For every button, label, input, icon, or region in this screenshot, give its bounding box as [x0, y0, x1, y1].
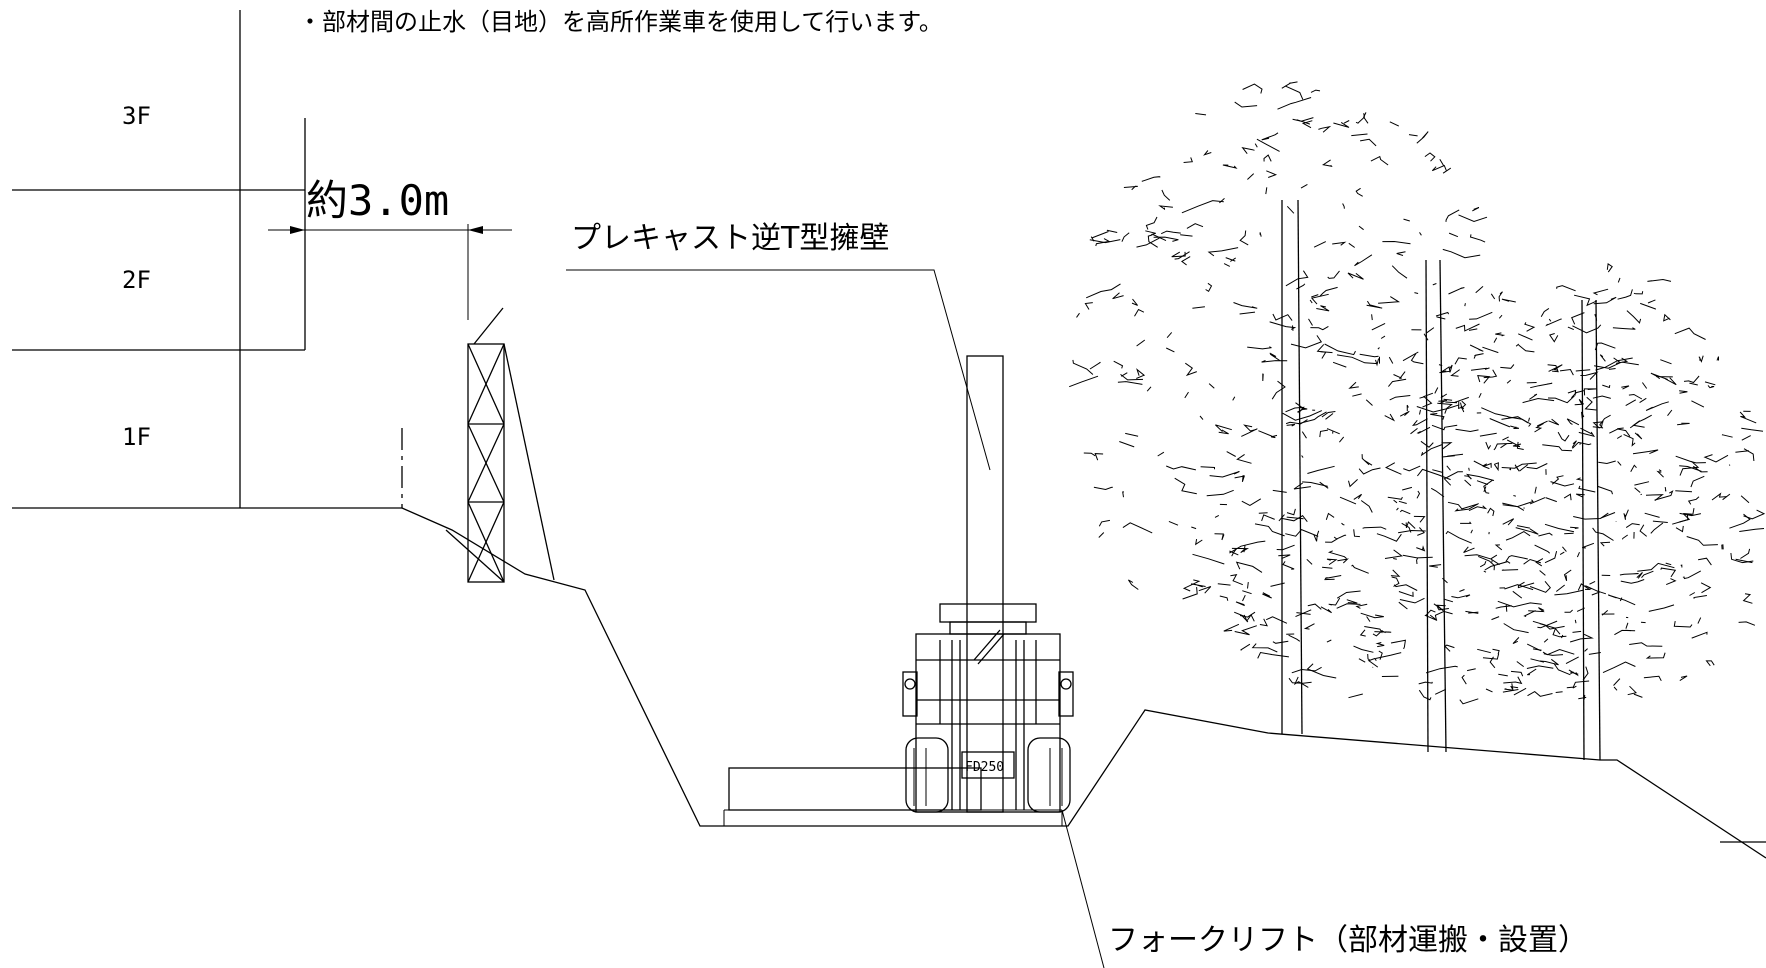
- forklift: FD250: [902, 603, 1074, 813]
- precast-wall: [728, 355, 1004, 813]
- forklift-leader-line: [1061, 809, 1105, 968]
- forklift-model-label: FD250: [965, 760, 1004, 775]
- ground-profile: [401, 507, 1766, 859]
- floor-label-1f: 1F: [122, 423, 151, 451]
- note-text: ・部材間の止水（目地）を高所作業車を使用して行います。: [298, 8, 943, 36]
- trees: [1069, 81, 1766, 761]
- dimension-label: 約3.0m: [306, 176, 449, 225]
- building-section: [12, 10, 403, 509]
- dimension-line: [268, 224, 512, 320]
- floor-label-3f: 3F: [122, 102, 151, 130]
- wall-label: プレキャスト逆T型擁壁: [571, 221, 889, 256]
- wall-leader-line: [566, 269, 991, 471]
- forklift-label: フォークリフト（部材運搬・設置）: [1108, 923, 1588, 958]
- floor-label-2f: 2F: [122, 266, 151, 294]
- scaffold-tower: [445, 307, 555, 583]
